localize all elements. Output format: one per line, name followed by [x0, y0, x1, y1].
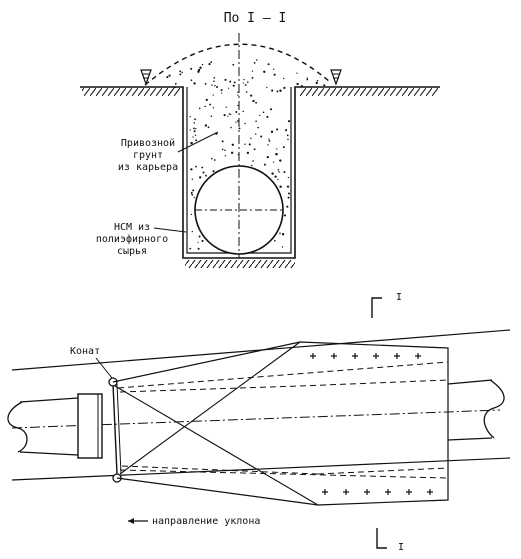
- section-mark-bottom-label: I: [398, 542, 404, 553]
- pipe-right-break: [483, 379, 505, 439]
- svg-text:сырья: сырья: [117, 246, 147, 257]
- survey-stake-right-icon: [330, 69, 342, 86]
- leader-nsm: [153, 227, 187, 233]
- plan-view: I I Конат: [7, 292, 511, 553]
- cable-rod: [112, 383, 118, 475]
- trench-boundary-bottom: [11, 457, 511, 481]
- section-title: По I – I: [224, 11, 287, 26]
- svg-text:Привозной: Привозной: [121, 137, 175, 149]
- leader-cable: [95, 357, 113, 379]
- nsm-cone-outline: [112, 341, 449, 506]
- plus-marks-bottom: [322, 489, 433, 495]
- fold-dashed-mid-bottom-2: [317, 467, 449, 475]
- ground-hatch-left: [82, 88, 180, 96]
- label-slope-direction: направление уклона: [152, 516, 260, 527]
- label-nsm: НСМ из полиэфирного сырья: [96, 222, 168, 257]
- cross-section: По I – I Привозной грунт: [80, 11, 440, 268]
- nsm-cone-diagonal-2: [114, 385, 319, 506]
- ground-hatch-right: [300, 88, 438, 96]
- svg-text:полиэфирного: полиэфирного: [96, 233, 168, 245]
- svg-text:НСМ из: НСМ из: [114, 222, 150, 233]
- pipe-left: [19, 397, 79, 456]
- ground-hatch-bottom: [185, 260, 295, 268]
- pipe-left-break: [7, 401, 28, 453]
- section-mark-top-label: I: [396, 292, 402, 303]
- slope-direction-arrow-icon: [128, 518, 148, 524]
- fold-dashed-mid-bottom: [121, 465, 319, 475]
- soil-mound-outline: [144, 43, 331, 86]
- label-cable: Конат: [70, 346, 100, 357]
- section-mark-bottom: [376, 528, 387, 549]
- plus-marks-top: [310, 353, 421, 359]
- backfill-stipple: [166, 59, 326, 250]
- svg-text:из карьера: из карьера: [118, 162, 178, 173]
- section-mark-top: [371, 297, 382, 318]
- fold-dashed-bottom-long: [119, 469, 449, 479]
- svg-text:грунт: грунт: [133, 150, 163, 161]
- survey-stake-left-icon: [140, 69, 152, 86]
- fold-dashed-mid-top: [119, 385, 301, 393]
- label-imported-soil: Привозной грунт из карьера: [118, 137, 178, 173]
- fold-dashed-mid-top-2: [299, 379, 449, 387]
- fold-dashed-top-long: [117, 361, 449, 389]
- cable-rod-2: [116, 383, 122, 475]
- nsm-cone-diagonal-1: [119, 341, 301, 475]
- leader-imported-soil: [177, 131, 219, 153]
- pipe-right: [447, 379, 493, 441]
